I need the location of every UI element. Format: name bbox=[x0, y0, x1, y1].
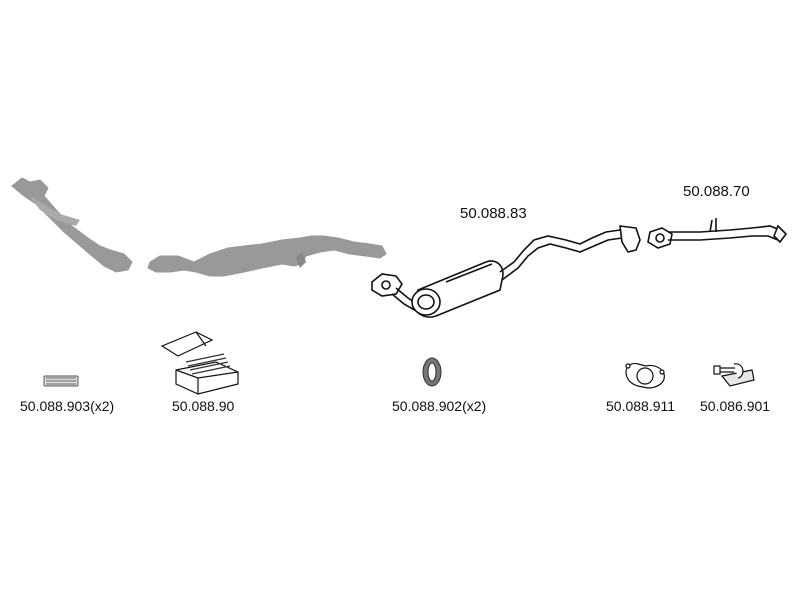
mounting-kit-box-icon bbox=[160, 331, 239, 395]
middle-silencer-drawing bbox=[371, 225, 641, 318]
label-front-pipe-kit: 50.088.903(x2) bbox=[20, 398, 115, 414]
label-clamp: 50.086.901 bbox=[700, 398, 771, 414]
front-pipe-grey bbox=[11, 177, 133, 273]
rubber-hanger-icon bbox=[422, 357, 442, 387]
label-middle-silencer: 50.088.83 bbox=[460, 205, 527, 222]
label-rubber-hanger: 50.088.902(x2) bbox=[392, 398, 487, 414]
label-mounting-kit: 50.088.90 bbox=[172, 398, 235, 414]
label-tail-pipe: 50.088.70 bbox=[683, 183, 750, 200]
catalyst-pipe-grey bbox=[147, 235, 387, 277]
gasket-icon bbox=[625, 362, 665, 389]
clamp-icon bbox=[713, 363, 755, 387]
label-gasket: 50.088.911 bbox=[606, 398, 676, 414]
front-pipe-kit-icon bbox=[43, 375, 79, 387]
tail-pipe-drawing bbox=[647, 218, 788, 249]
